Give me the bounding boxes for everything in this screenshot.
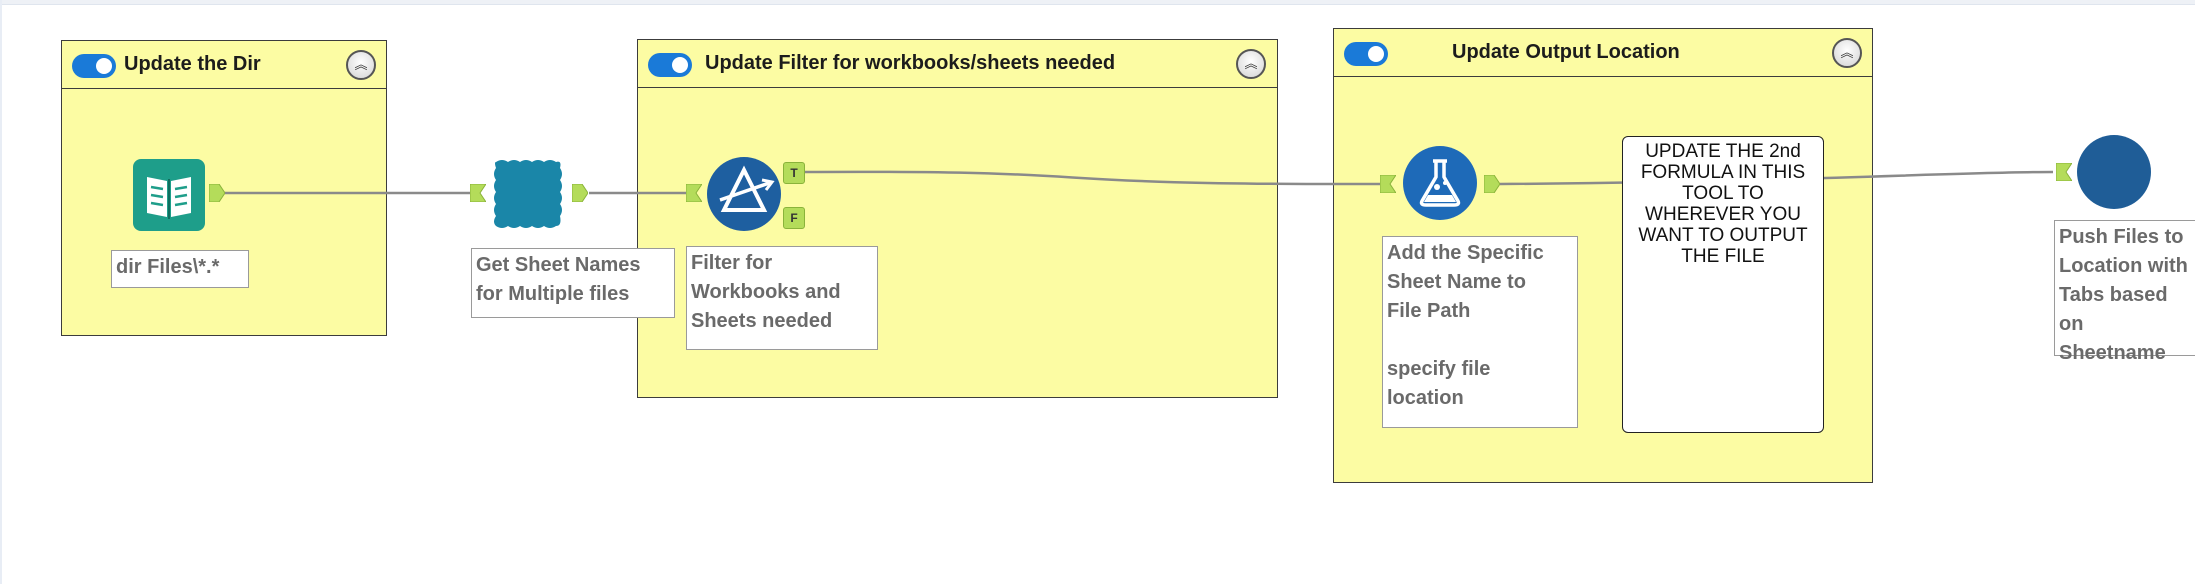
container-title: Update Filter for workbooks/sheets neede… [705, 52, 1116, 74]
container-header[interactable]: Update Filter for workbooks/sheets neede… [638, 40, 1277, 88]
filter-tool-icon [707, 157, 781, 231]
wire-formula-to-output [1499, 170, 2054, 186]
output-anchor[interactable] [572, 184, 588, 202]
tool-annotation[interactable]: Add the Specific Sheet Name to File Path… [1382, 236, 1578, 428]
tool-annotation[interactable]: Get Sheet Names for Multiple files [471, 248, 675, 318]
macro-tool[interactable] [490, 156, 566, 232]
canvas-left-border [0, 0, 2, 584]
canvas-top-border [0, 0, 2195, 5]
container-header[interactable]: Update Output Location ︽ [1334, 29, 1872, 77]
comment-box[interactable]: UPDATE THE 2nd FORMULA IN THIS TOOL TO W… [1622, 136, 1824, 433]
container-title: Update Output Location [1452, 41, 1680, 63]
input-anchor[interactable] [2056, 163, 2072, 181]
input-anchor[interactable] [1380, 175, 1396, 193]
directory-tool[interactable] [133, 159, 205, 231]
output-tool-icon [2077, 135, 2151, 209]
filter-tool[interactable] [706, 156, 782, 232]
tool-annotation[interactable]: Filter for Workbooks and Sheets needed [686, 246, 878, 350]
tool-annotation[interactable]: Push Files to Location with Tabs based o… [2054, 220, 2195, 364]
input-anchor[interactable] [470, 184, 486, 202]
collapse-icon[interactable]: ︽ [346, 50, 376, 80]
container-toggle[interactable] [648, 53, 692, 77]
container-title: Update the Dir [124, 53, 261, 75]
container-toggle[interactable] [1344, 42, 1388, 66]
output-anchor[interactable] [209, 184, 225, 202]
directory-book-icon [133, 159, 205, 231]
macro-tool-icon [494, 160, 562, 228]
output-tool[interactable] [2076, 134, 2152, 210]
filter-false-anchor[interactable]: F [783, 207, 805, 229]
wire-filter-to-formula [801, 170, 1381, 186]
container-toggle[interactable] [72, 54, 116, 78]
collapse-icon[interactable]: ︽ [1236, 49, 1266, 79]
container-header[interactable]: Update the Dir ︽ [62, 41, 386, 89]
collapse-icon[interactable]: ︽ [1832, 38, 1862, 68]
formula-flask-icon [1403, 146, 1477, 220]
output-anchor[interactable] [1484, 175, 1500, 193]
filter-true-anchor[interactable]: T [783, 162, 805, 184]
input-anchor[interactable] [686, 184, 702, 202]
tool-annotation[interactable]: dir Files\*.* [111, 250, 249, 288]
formula-tool[interactable] [1402, 145, 1478, 221]
